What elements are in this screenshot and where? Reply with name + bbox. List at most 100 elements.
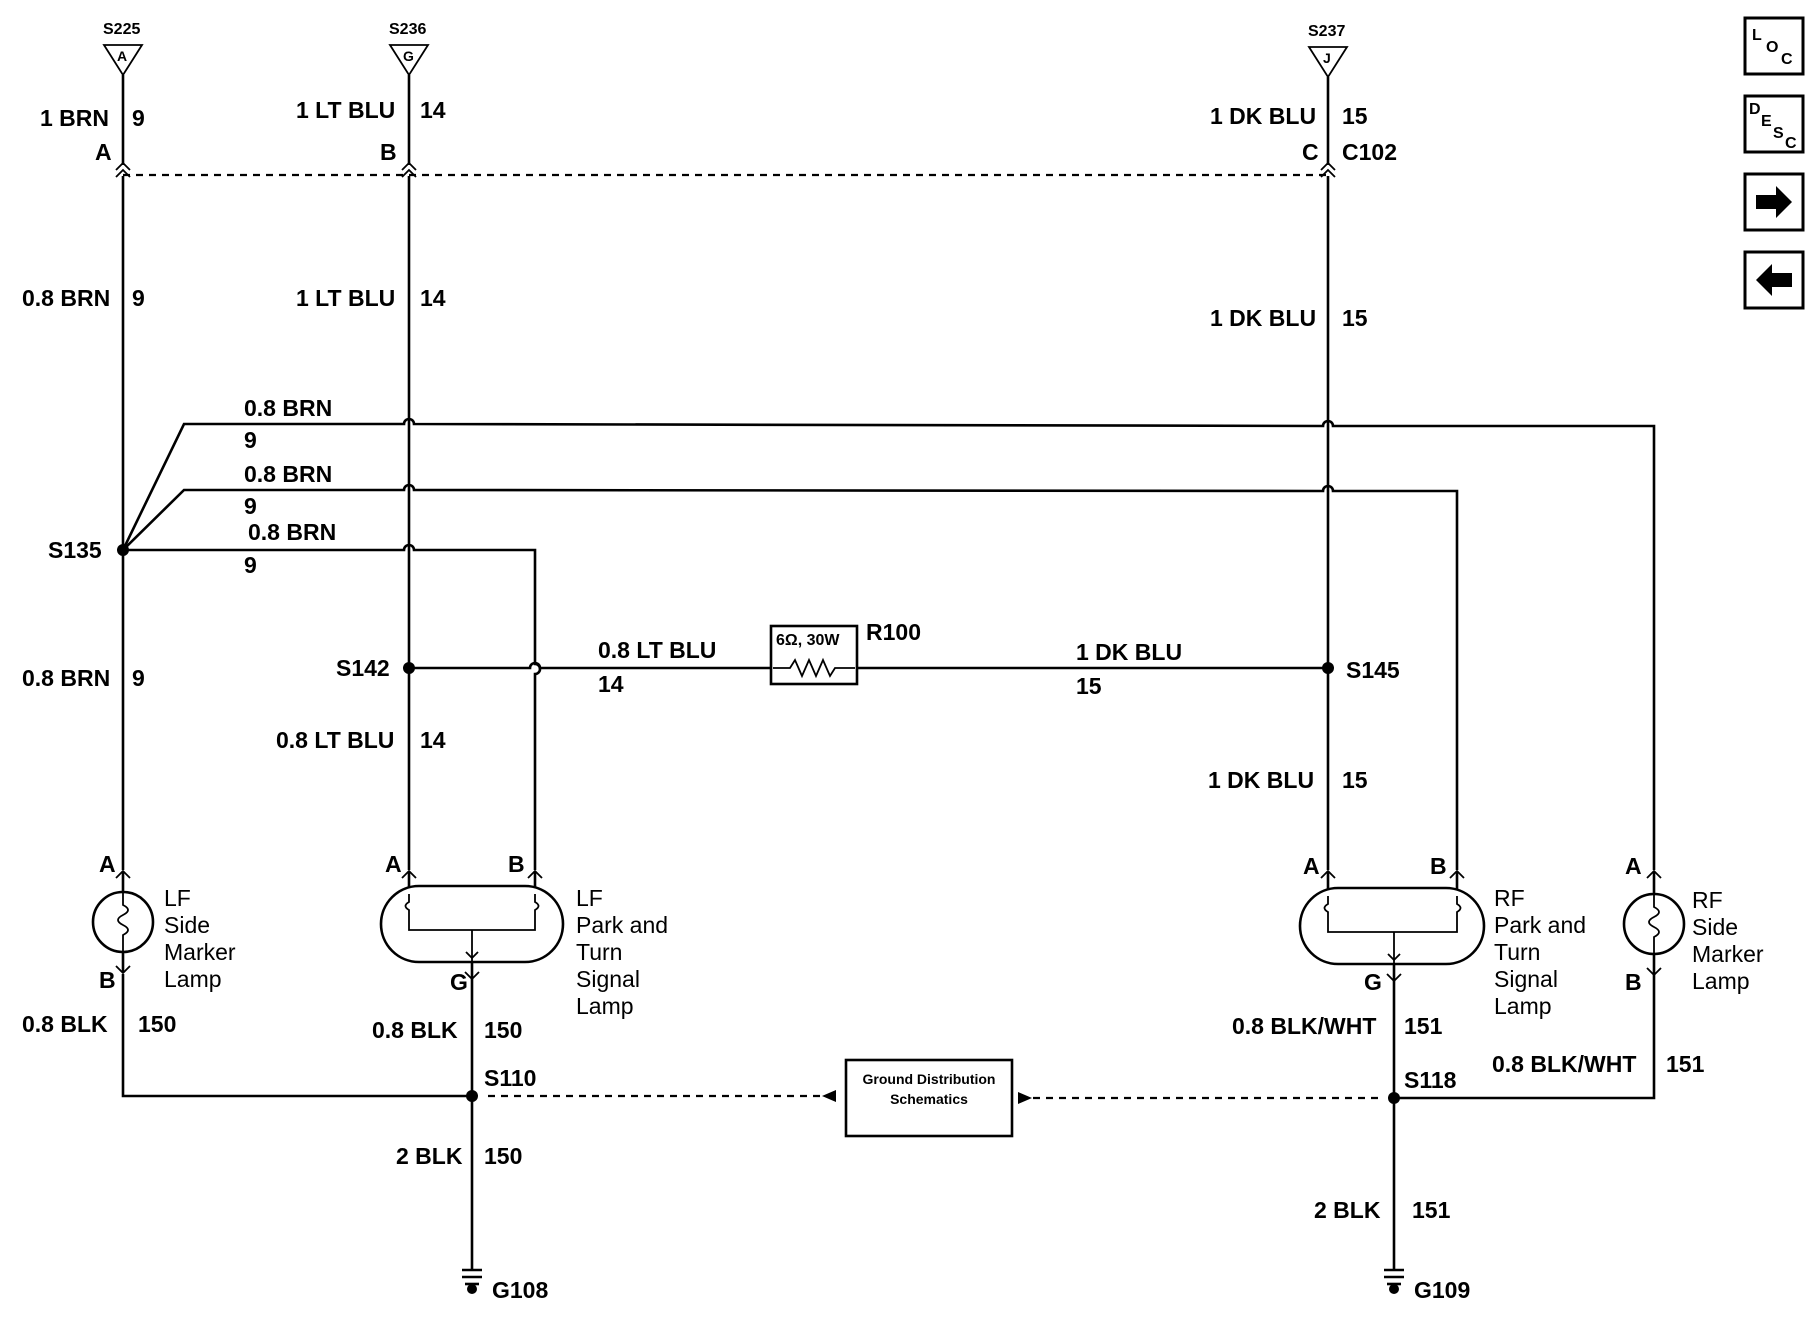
rf-park-pin-a: A <box>1303 853 1320 879</box>
label-lower-brn-circuit: 9 <box>132 665 145 691</box>
wire-rf-side-ground <box>1394 975 1656 1100</box>
label-lf-park-gnd-gauge: 0.8 BLK <box>372 1017 458 1043</box>
label-mid-ltblu-gauge: 1 LT BLU <box>296 285 395 311</box>
rf-side-filament <box>1648 894 1660 954</box>
lf-park-pin-b: B <box>508 851 525 877</box>
arrow-right-icon <box>1756 186 1792 218</box>
lf-side-name-1: LF <box>164 885 191 911</box>
ground-g109-icon <box>1389 1284 1399 1294</box>
splice-s110-label: S110 <box>484 1065 536 1091</box>
label-resistor-ltblu-gauge: 0.8 LT BLU <box>598 637 716 663</box>
rf-park-name-2: Park and <box>1494 912 1586 938</box>
lf-park-name-1: LF <box>576 885 603 911</box>
splice-s142-label: S142 <box>336 655 390 681</box>
label-rf-side-gnd-gauge: 0.8 BLK/WHT <box>1492 1051 1636 1077</box>
label-g108-wire-gauge: 2 BLK <box>396 1143 463 1169</box>
ref-s225[interactable]: S225 A <box>102 21 144 77</box>
lamp-lf-park-turn[interactable]: A B G LF Park and Turn Signal Lamp <box>379 851 668 1019</box>
splice-s118-label: S118 <box>1404 1067 1457 1093</box>
ref-s236-triangle <box>388 44 430 77</box>
loc-button-frame <box>1743 16 1805 76</box>
lf-side-name-2: Side <box>164 912 210 938</box>
arrow-left-icon <box>1756 264 1792 296</box>
c102-name: C102 <box>1342 139 1397 165</box>
label-top-dkblu-circuit: 15 <box>1342 103 1368 129</box>
lf-park-name-3: Turn <box>576 939 622 965</box>
loc-letter-1: L <box>1752 27 1762 44</box>
label-rf-park-gnd-gauge: 0.8 BLK/WHT <box>1232 1013 1376 1039</box>
forward-button[interactable] <box>1743 172 1805 232</box>
rf-park-name-3: Turn <box>1494 939 1540 965</box>
label-lf-side-gnd-gauge: 0.8 BLK <box>22 1011 108 1037</box>
lf-side-name-3: Marker <box>164 939 236 965</box>
splice-s142-dot <box>403 662 415 674</box>
ref-s236-letter: G <box>403 48 414 64</box>
label-g109-wire-gauge: 2 BLK <box>1314 1197 1381 1223</box>
c102-pin-a: A <box>95 139 112 165</box>
wire-brn-branch-lf-park <box>123 543 542 870</box>
label-mid-dkblu-gauge: 1 DK BLU <box>1210 305 1316 331</box>
lf-park-pin-g: G <box>450 969 468 995</box>
lf-side-name-4: Lamp <box>164 966 222 992</box>
desc-button[interactable]: D E S C <box>1743 94 1805 154</box>
resistor-name: R100 <box>866 619 921 645</box>
rf-side-pin-b: B <box>1625 969 1642 995</box>
lamp-lf-side-marker[interactable]: A B LF Side Marker Lamp <box>91 851 236 993</box>
rf-park-pin-g: G <box>1364 969 1382 995</box>
label-brn-branch1-gauge: 0.8 BRN <box>244 395 332 421</box>
ground-arrow-right <box>1018 1092 1032 1104</box>
splice-s135-dot <box>117 544 129 556</box>
resistor-rating: 6Ω, 30W <box>776 632 840 649</box>
ground-g109: G109 <box>1384 1268 1470 1303</box>
lf-park-name-2: Park and <box>576 912 668 938</box>
label-lower-ltblu-gauge: 0.8 LT BLU <box>276 727 394 753</box>
label-brn-branch3-gauge: 0.8 BRN <box>248 519 336 545</box>
rf-side-name-4: Lamp <box>1692 968 1750 994</box>
ref-s225-triangle <box>102 44 144 77</box>
rf-park-filament <box>1323 896 1462 933</box>
c102-pin-b: B <box>380 139 397 165</box>
lamp-rf-park-turn[interactable]: A B G RF Park and Turn Signal Lamp <box>1298 853 1586 1019</box>
lf-park-name-4: Signal <box>576 966 640 992</box>
desc-letter-4: C <box>1785 135 1797 152</box>
wire-brn-branch-rf-park <box>122 483 1459 870</box>
ground-g108: G108 <box>462 1268 548 1303</box>
splice-s110-dot <box>466 1090 478 1102</box>
splice-s145-label: S145 <box>1346 657 1400 683</box>
ground-distribution-link[interactable]: Ground Distribution Schematics <box>844 1058 1014 1138</box>
label-lower-brn-gauge: 0.8 BRN <box>22 665 110 691</box>
ref-s237-letter: J <box>1323 50 1331 66</box>
label-resistor-dkblu-circuit: 15 <box>1076 673 1102 699</box>
ref-s237-label: S237 <box>1308 23 1345 40</box>
ref-s236-label: S236 <box>389 21 426 38</box>
desc-letter-3: S <box>1773 125 1784 142</box>
splice-s135-label: S135 <box>48 537 102 563</box>
wire-brn-branch-rf-side <box>121 417 1656 870</box>
rf-park-name-1: RF <box>1494 885 1525 911</box>
lf-side-pin-b: B <box>99 967 116 993</box>
ref-s236[interactable]: S236 G <box>388 21 430 77</box>
label-top-ltblu-gauge: 1 LT BLU <box>296 97 395 123</box>
ref-s237[interactable]: S237 J <box>1307 23 1349 79</box>
label-brn-branch2-circuit: 9 <box>244 493 257 519</box>
lamp-rf-side-marker[interactable]: A B RF Side Marker Lamp <box>1622 853 1764 995</box>
resistor-r100[interactable]: 6Ω, 30W R100 <box>769 619 921 686</box>
ground-g109-label: G109 <box>1414 1277 1470 1303</box>
back-button[interactable] <box>1743 250 1805 310</box>
loc-button[interactable]: L O C <box>1743 16 1805 76</box>
label-lf-side-gnd-circuit: 150 <box>138 1011 176 1037</box>
rf-side-name-1: RF <box>1692 887 1723 913</box>
ref-s225-label: S225 <box>103 21 140 38</box>
ground-distribution-box <box>844 1058 1014 1138</box>
rf-side-pin-a: A <box>1625 853 1642 879</box>
rf-side-name-2: Side <box>1692 914 1738 940</box>
resistor-zigzag <box>773 657 855 679</box>
lf-side-pin-a: A <box>99 851 116 877</box>
ref-s237-triangle <box>1307 46 1349 79</box>
rf-park-name-4: Signal <box>1494 966 1558 992</box>
label-lf-park-gnd-circuit: 150 <box>484 1017 522 1043</box>
resistor-r100-box <box>769 624 859 686</box>
ground-box-line1: Ground Distribution <box>863 1071 996 1087</box>
splice-s118-dot <box>1388 1092 1400 1104</box>
